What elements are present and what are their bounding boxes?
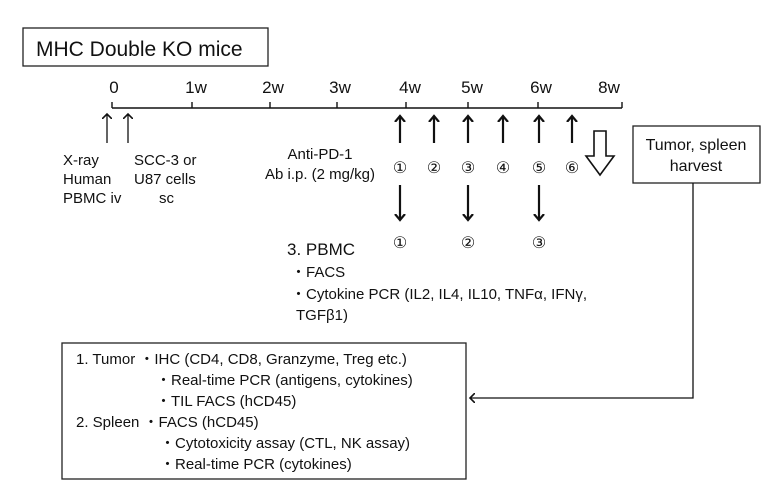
analysis-line-til-facs: ・TIL FACS (hCD45) [156, 393, 296, 410]
pbmc-marker-1: ① [393, 235, 407, 252]
tick-label-3w: 3w [329, 78, 351, 97]
svg-text:PBMC iv: PBMC iv [63, 190, 122, 207]
title-box: MHC Double KO mice [22, 27, 269, 67]
tumor-cells-label: SCC-3 or U87 cells sc [134, 152, 197, 207]
svg-text:SCC-3 or: SCC-3 or [134, 152, 197, 169]
svg-text:Ab i.p. (2 mg/kg): Ab i.p. (2 mg/kg) [265, 166, 375, 183]
tick-label-6w: 6w [530, 78, 552, 97]
dose-marker-2: ② [427, 160, 441, 177]
analysis-line-spleen-pcr: ・Real-time PCR (cytokines) [160, 456, 352, 473]
dose-marker-1: ① [393, 160, 407, 177]
diagram-title: MHC Double KO mice [36, 38, 243, 61]
pbmc-marker-2: ② [461, 235, 475, 252]
analysis-line-cytotoxicity: ・Cytotoxicity assay (CTL, NK assay) [160, 435, 410, 452]
tick-label-0: 0 [109, 78, 118, 97]
dose-marker-4: ④ [496, 160, 510, 177]
svg-text:harvest: harvest [670, 158, 723, 175]
svg-text:X-ray: X-ray [63, 152, 99, 169]
dose-marker-6: ⑥ [565, 160, 579, 177]
pbmc-item-cytokine: ・Cytokine PCR (IL2, IL4, IL10, TNFα, IFN… [291, 286, 587, 303]
harvest-connector-arrow [470, 183, 694, 398]
dose-marker-3: ③ [461, 160, 475, 177]
pbmc-heading: 3. PBMC [287, 240, 355, 259]
svg-text:Anti-PD-1: Anti-PD-1 [287, 146, 352, 163]
svg-text:Tumor, spleen: Tumor, spleen [646, 137, 747, 154]
svg-text:Human: Human [63, 171, 111, 188]
tick-label-8w: 8w [598, 78, 620, 97]
svg-text:U87 cells: U87 cells [134, 171, 196, 188]
anti-pd1-label: Anti-PD-1 Ab i.p. (2 mg/kg) [265, 146, 375, 183]
harvest-hollow-arrow-icon [584, 130, 616, 177]
tick-label-5w: 5w [461, 78, 483, 97]
pbmc-marker-3: ③ [532, 235, 546, 252]
analysis-line-spleen-facs: 2. Spleen ・FACS (hCD45) [76, 414, 259, 431]
analysis-box: 1. Tumor ・IHC (CD4, CD8, Granzyme, Treg … [61, 342, 467, 480]
analysis-line-tumor-pcr: ・Real-time PCR (antigens, cytokines) [156, 372, 413, 389]
timeline-axis: 0 1w 2w 3w 4w 5w 6w 8w [109, 78, 623, 109]
svg-text:sc: sc [159, 190, 175, 207]
xray-pbmc-label: X-ray Human PBMC iv [63, 152, 122, 207]
tick-label-4w: 4w [399, 78, 421, 97]
analysis-line-tumor-ihc: 1. Tumor ・IHC (CD4, CD8, Granzyme, Treg … [76, 351, 407, 368]
pbmc-item-tgf: TGFβ1) [296, 307, 348, 324]
tick-label-1w: 1w [185, 78, 207, 97]
pbmc-analysis: 3. PBMC ・FACS ・Cytokine PCR (IL2, IL4, I… [287, 240, 587, 324]
tick-label-2w: 2w [262, 78, 284, 97]
dose-marker-5: ⑤ [532, 160, 546, 177]
harvest-box: Tumor, spleen harvest [632, 125, 761, 184]
pbmc-item-facs: ・FACS [291, 264, 345, 281]
